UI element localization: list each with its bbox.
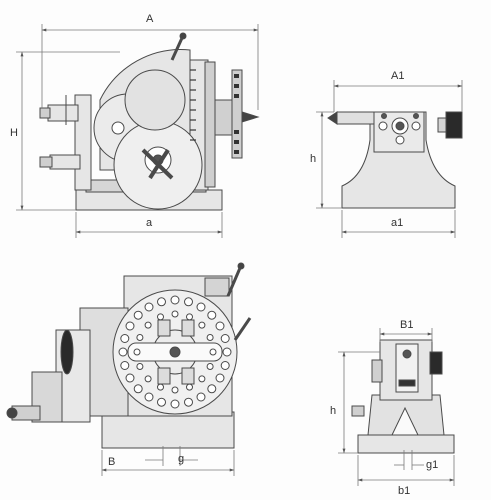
- index-hole: [184, 297, 193, 307]
- index-hole: [144, 392, 154, 402]
- label-g1: g1: [426, 459, 438, 471]
- index-hole: [144, 375, 152, 383]
- index-hole: [125, 373, 135, 383]
- label-b1: b1: [398, 485, 410, 497]
- index-hole: [207, 310, 217, 320]
- index-hole: [196, 392, 206, 402]
- top-right-view: [327, 111, 463, 209]
- index-hole: [133, 310, 143, 320]
- index-hole: [215, 373, 225, 383]
- tailstock-body: [341, 111, 456, 209]
- front-base: [101, 411, 235, 449]
- top-left-dims: [16, 24, 259, 238]
- label-H: H: [10, 127, 18, 139]
- index-hole: [198, 321, 206, 329]
- index-hole: [136, 334, 144, 341]
- bottom-right-view: [351, 339, 455, 454]
- index-hole: [207, 384, 217, 394]
- lower-knob: [49, 154, 81, 170]
- index-hole: [186, 383, 193, 391]
- side-handwheel: [60, 329, 74, 375]
- label-B: B: [108, 456, 115, 468]
- index-hole: [157, 397, 166, 407]
- index-hole: [133, 348, 141, 356]
- chuck-plate: [231, 69, 243, 159]
- label-h-top: h: [310, 153, 316, 165]
- index-hole: [125, 321, 135, 331]
- index-hole: [144, 321, 152, 329]
- index-hole: [171, 310, 179, 318]
- index-hole: [144, 302, 154, 312]
- index-hole: [220, 361, 230, 370]
- index-hole: [170, 399, 180, 409]
- label-B1: B1: [400, 319, 413, 331]
- index-hole: [157, 313, 164, 321]
- bottom-left-dims: [101, 446, 235, 476]
- index-hole: [120, 334, 130, 343]
- index-hole: [198, 375, 206, 383]
- index-hole: [206, 363, 214, 370]
- index-hole: [136, 363, 144, 370]
- label-a1: a1: [391, 217, 403, 229]
- index-hole: [222, 347, 232, 357]
- label-a: a: [146, 217, 153, 229]
- index-hole: [170, 295, 180, 305]
- index-hole: [171, 386, 179, 394]
- index-plate-holes: [118, 295, 232, 409]
- bottom-right-dims: [338, 328, 455, 486]
- index-hole: [118, 347, 128, 357]
- index-hole: [157, 383, 164, 391]
- handwheel: [445, 111, 463, 139]
- index-hole: [133, 384, 143, 394]
- index-hole: [196, 302, 206, 312]
- index-hole: [157, 297, 166, 307]
- upper-knob: [47, 104, 79, 122]
- label-h-bottom: h: [330, 405, 336, 417]
- index-hole: [209, 348, 217, 356]
- index-hole: [184, 397, 193, 407]
- label-A1: A1: [391, 70, 404, 82]
- index-hole: [120, 361, 130, 370]
- label-g: g: [178, 453, 184, 465]
- tailstock-base: [357, 434, 455, 454]
- index-hole: [220, 334, 230, 343]
- top-right-dims: [316, 80, 463, 238]
- index-hole: [186, 313, 193, 321]
- bottom-left-view: [6, 262, 252, 449]
- label-A: A: [146, 13, 154, 25]
- index-hole: [206, 334, 214, 341]
- index-hole: [215, 321, 225, 331]
- top-left-view: [39, 32, 260, 211]
